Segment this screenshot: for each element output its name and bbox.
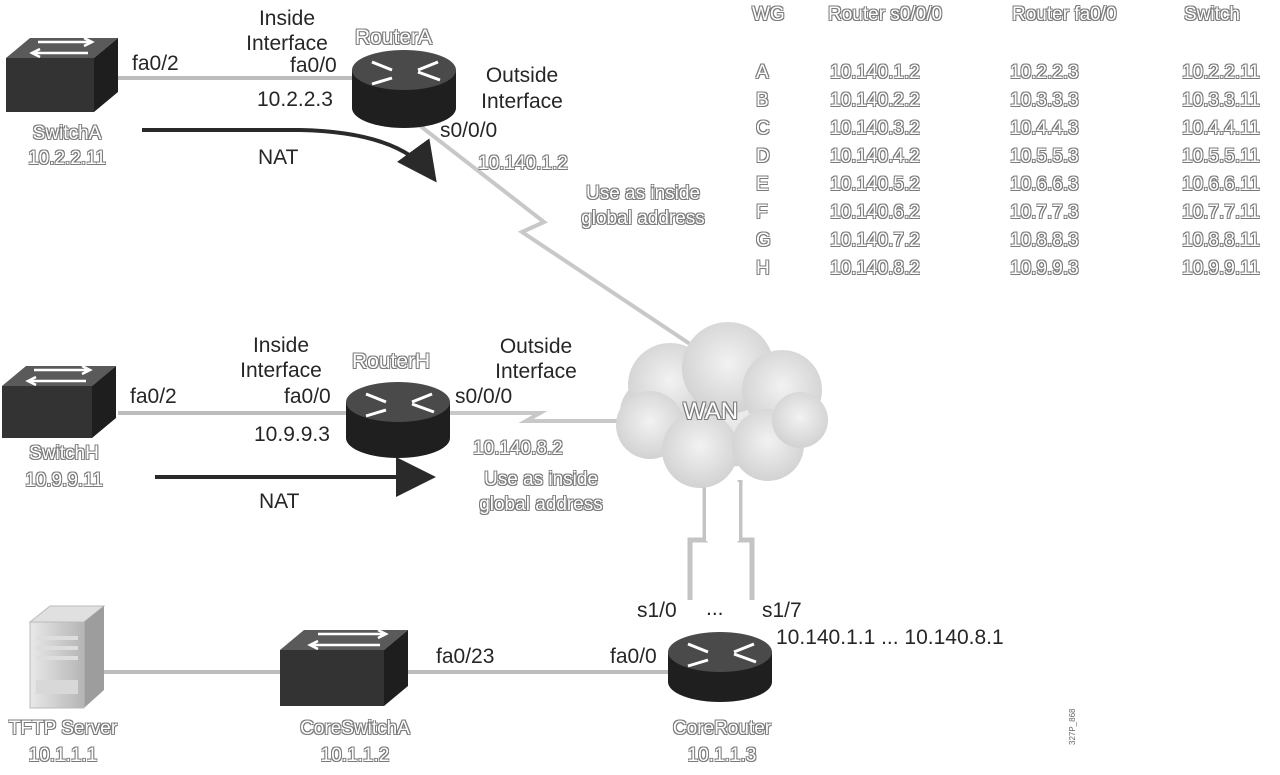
table-cell: 10.8.8.3: [1010, 230, 1079, 251]
table-cell: 10.140.8.2: [830, 258, 920, 279]
tftp-server-ip: 10.1.1.1: [28, 745, 98, 766]
table-cell: D: [756, 146, 770, 167]
routerh-name: RouterH: [352, 350, 431, 373]
routerh-outside-label: Outside Interface: [495, 335, 577, 383]
routera-inside-if: fa0/0: [290, 54, 337, 77]
table-cell: 10.4.4.3: [1010, 118, 1079, 139]
table-cell: A: [756, 62, 769, 83]
coreswitch-port-label: fa0/23: [436, 645, 495, 668]
table-cell: H: [756, 258, 770, 279]
switch-h-icon[interactable]: [2, 364, 116, 438]
switcha-port-label: fa0/2: [132, 52, 179, 75]
routera-outside-label: Outside Interface: [481, 64, 563, 113]
link-routera-wan-serial: [408, 116, 704, 354]
table-cell: 10.140.6.2: [830, 202, 920, 223]
switchh-port-label: fa0/2: [130, 385, 177, 408]
switchh-name: SwitchH: [29, 443, 99, 464]
header-wg: WG: [752, 4, 785, 25]
link-wan-corerouter-serial: [687, 480, 755, 600]
table-cell: 10.140.1.2: [830, 62, 920, 83]
table-cell: 10.7.7.11: [1182, 202, 1260, 223]
corerouter-if-first: s1/0: [637, 599, 677, 622]
tftp-server-name: TFTP Server: [8, 718, 118, 739]
table-cell: 10.5.5.11: [1182, 146, 1260, 167]
table-cell: 10.4.4.11: [1182, 118, 1260, 139]
coreswitch-ip: 10.1.1.2: [320, 745, 390, 766]
table-cell: G: [756, 230, 771, 251]
table-cell: 10.6.6.11: [1182, 174, 1260, 195]
routerh-inside-label: Inside Interface: [240, 334, 322, 382]
switch-a-icon[interactable]: [6, 36, 118, 112]
table-cell: 10.8.8.11: [1182, 230, 1260, 251]
header-router-fa: Router fa0/0: [1012, 4, 1117, 25]
table-cell: 10.9.9.11: [1182, 258, 1260, 279]
core-switch-icon[interactable]: [280, 628, 408, 706]
table-cell: 10.3.3.3: [1010, 90, 1079, 111]
link-routerh-wan-serial: [450, 411, 630, 423]
table-cell: 10.140.4.2: [830, 146, 920, 167]
routera-outside-ip: 10.140.1.2: [478, 153, 568, 174]
router-a-icon[interactable]: [352, 50, 456, 128]
routerh-outside-if: s0/0/0: [455, 385, 513, 408]
routerh-global-note: Use as inside global address: [479, 469, 603, 515]
nat-label-a: NAT: [258, 146, 299, 169]
header-router-serial: Router s0/0/0: [828, 4, 943, 25]
tftp-server-icon[interactable]: [28, 605, 106, 709]
header-switch: Switch: [1184, 4, 1240, 25]
table-cell: 10.5.5.3: [1010, 146, 1079, 167]
nat-arrow-a: [142, 128, 437, 183]
corerouter-ip: 10.1.1.3: [687, 745, 757, 766]
figure-id: 327P_868: [1068, 708, 1077, 745]
coreswitch-name: CoreSwitchA: [300, 718, 410, 739]
corerouter-ip-range: 10.140.1.1 ... 10.140.8.1: [776, 626, 1004, 649]
routera-inside-ip: 10.2.2.3: [257, 88, 333, 111]
table-cell: E: [756, 174, 769, 195]
core-router-icon[interactable]: [668, 632, 772, 702]
routerh-outside-ip: 10.140.8.2: [473, 438, 563, 459]
table-cell: B: [756, 90, 769, 111]
table-cell: 10.140.5.2: [830, 174, 920, 195]
table-cell: F: [756, 202, 768, 223]
table-cell: 10.9.9.3: [1010, 258, 1079, 279]
routera-name: RouterA: [355, 26, 433, 49]
router-h-icon[interactable]: [346, 382, 450, 458]
corerouter-if-ellipsis: ...: [706, 597, 724, 620]
table-cell: 10.2.2.11: [1182, 62, 1260, 83]
corerouter-if-last: s1/7: [762, 599, 802, 622]
routera-global-note: Use as inside global address: [581, 183, 705, 229]
wan-label: WAN: [683, 398, 739, 425]
wan-cloud-icon: [616, 322, 828, 488]
nat-label-h: NAT: [259, 490, 300, 513]
table-cell: 10.3.3.11: [1182, 90, 1260, 111]
table-cell: 10.2.2.3: [1010, 62, 1079, 83]
table-cell: 10.140.3.2: [830, 118, 920, 139]
table-cell: 10.140.7.2: [830, 230, 920, 251]
table-cell: 10.6.6.3: [1010, 174, 1079, 195]
routerh-inside-if: fa0/0: [284, 385, 331, 408]
corerouter-lan-if: fa0/0: [610, 645, 657, 668]
routera-inside-label: Inside Interface: [246, 7, 328, 55]
routera-outside-if: s0/0/0: [440, 119, 498, 142]
table-cell: 10.140.2.2: [830, 90, 920, 111]
switchh-ip: 10.9.9.11: [25, 470, 103, 491]
switcha-name: SwitchA: [32, 123, 102, 144]
table-cell: C: [756, 118, 770, 139]
routerh-inside-ip: 10.9.9.3: [254, 423, 330, 446]
table-cell: 10.7.7.3: [1010, 202, 1079, 223]
corerouter-name: CoreRouter: [672, 718, 772, 739]
switcha-ip: 10.2.2.11: [28, 148, 106, 169]
